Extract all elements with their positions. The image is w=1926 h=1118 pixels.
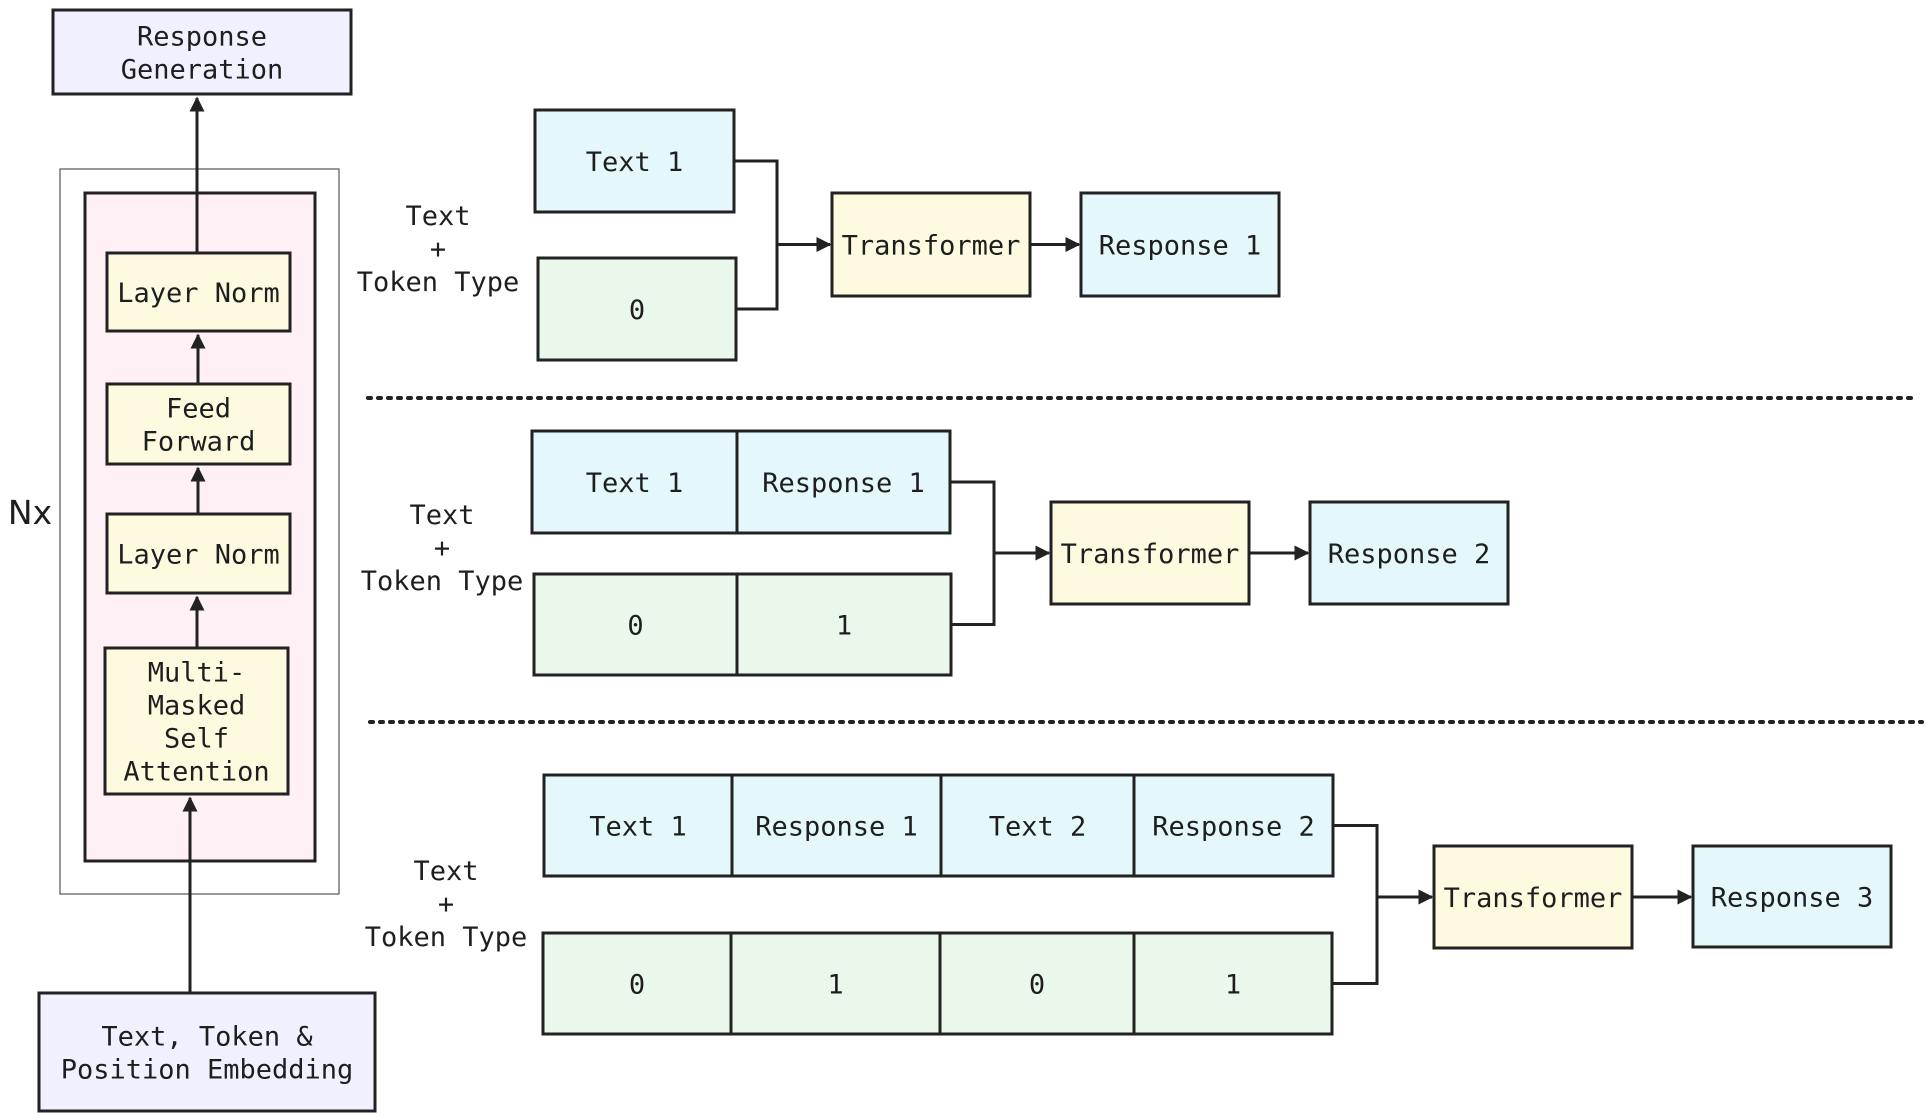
round-3-token-type-value: 1 [1225, 970, 1241, 1001]
round-3-text-segment-label: Text 1 [589, 812, 687, 843]
round-3-token-type-cell [541, 931, 733, 1036]
round-2-response-box [1308, 500, 1510, 606]
round-3-token-type-cell [729, 931, 942, 1036]
response-generation-box [51, 8, 353, 96]
round-3-transformer-label: Transformer [1444, 883, 1623, 914]
round-3-text-segment [730, 773, 943, 878]
round-2-text-segment-label: Text 1 [586, 468, 684, 499]
round-3-side-label: Text+Token Type [365, 856, 528, 953]
layer-norm-bottom-label: Layer Norm [117, 540, 280, 571]
round-3-text-segment-label: Response 1 [755, 812, 918, 843]
round-1-merge-connector [734, 159, 779, 311]
round-1-token-type-value: 0 [629, 295, 645, 326]
round-2-token-type-cell [735, 572, 953, 677]
round-2-text-segment [530, 429, 739, 535]
layer-norm-bottom-box [105, 512, 292, 595]
round-2-transformer-label: Transformer [1061, 539, 1240, 570]
round-3-token-type-value: 1 [827, 970, 843, 1001]
round-3-text-segment [542, 773, 734, 878]
input-embedding-label: Text, Token &Position Embedding [61, 1022, 354, 1086]
round-3-response-label: Response 3 [1711, 883, 1874, 914]
round-1-transformer-label: Transformer [842, 231, 1021, 262]
layer-norm-top-box [105, 251, 292, 333]
round-2-transformer-box [1049, 500, 1251, 606]
round-1-response-box [1079, 191, 1281, 298]
round-3-response-box [1691, 844, 1893, 949]
round-3-text-segment [1132, 773, 1335, 878]
round-2-text-segment-label: Response 1 [762, 468, 925, 499]
round-3-merge-connector [1332, 824, 1379, 985]
nx-label: Nx [8, 493, 52, 532]
round-3-transformer-box [1432, 844, 1634, 950]
layer-norm-top-label: Layer Norm [117, 278, 280, 309]
round-1-text-segment-label: Text 1 [586, 147, 684, 178]
round-2-response-label: Response 2 [1328, 539, 1491, 570]
round-2-token-type-value: 1 [836, 611, 852, 642]
round-1-response-label: Response 1 [1099, 231, 1262, 262]
round-3-text-segment [939, 773, 1136, 878]
round-3-token-type-value: 0 [1029, 970, 1045, 1001]
input-embedding-box [37, 991, 377, 1113]
nx-repeat-frame [59, 168, 340, 895]
round-3-text-segment-label: Text 2 [989, 812, 1087, 843]
round-2-token-type-value: 0 [627, 611, 643, 642]
round-3-text-segment-label: Response 2 [1152, 812, 1315, 843]
round-2-text-segment [735, 429, 952, 535]
round-3-token-type-value: 0 [629, 970, 645, 1001]
round-1-transformer-box [830, 191, 1032, 298]
round-2-merge-connector [950, 480, 996, 626]
round-1-side-label: Text+Token Type [357, 201, 520, 298]
round-2-side-label: Text+Token Type [361, 500, 524, 597]
